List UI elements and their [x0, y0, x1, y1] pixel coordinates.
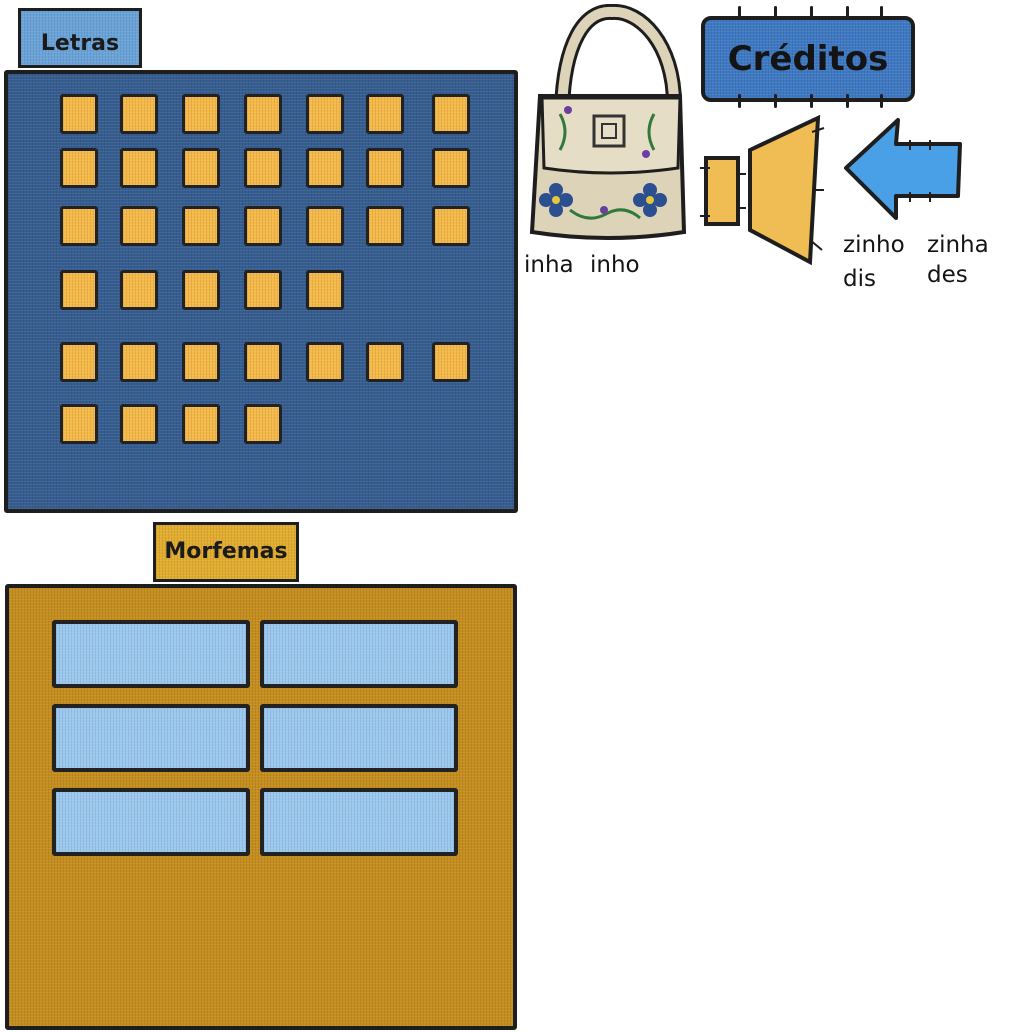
stitch — [846, 94, 849, 108]
morfema-slot[interactable] — [52, 620, 250, 688]
letter-slot[interactable] — [60, 404, 98, 444]
letter-slot[interactable] — [60, 94, 98, 134]
letter-slot[interactable] — [182, 148, 220, 188]
stitch — [810, 94, 813, 108]
morfema-slot[interactable] — [260, 704, 458, 772]
morfema-slot[interactable] — [52, 704, 250, 772]
morpheme-des[interactable]: des — [927, 262, 968, 288]
stitch — [738, 6, 741, 20]
letter-slot[interactable] — [244, 270, 282, 310]
letter-slot[interactable] — [432, 94, 470, 134]
morpheme-dis[interactable]: dis — [843, 266, 876, 292]
morpheme-inho[interactable]: inho — [590, 252, 640, 278]
letter-slot[interactable] — [306, 94, 344, 134]
letter-slot[interactable] — [60, 342, 98, 382]
letter-slot[interactable] — [182, 270, 220, 310]
tab-letras-label: Letras — [40, 31, 120, 56]
stitch — [846, 6, 849, 20]
morfemas-panel — [5, 584, 517, 1030]
letter-slot[interactable] — [244, 404, 282, 444]
tab-letras[interactable]: Letras — [18, 8, 142, 68]
letter-slot[interactable] — [244, 94, 282, 134]
stitch — [774, 6, 777, 20]
morpheme-zinho[interactable]: zinho — [843, 232, 905, 258]
letter-slot[interactable] — [366, 342, 404, 382]
letter-slot[interactable] — [366, 94, 404, 134]
letter-slot[interactable] — [244, 206, 282, 246]
letter-slot[interactable] — [182, 342, 220, 382]
letter-slot[interactable] — [182, 404, 220, 444]
tab-morfemas-label: Morfemas — [164, 539, 288, 564]
letter-slot[interactable] — [182, 94, 220, 134]
morfema-slot[interactable] — [260, 620, 458, 688]
letter-slot[interactable] — [120, 148, 158, 188]
letter-slot[interactable] — [60, 270, 98, 310]
stitch — [880, 6, 883, 20]
letter-slot[interactable] — [60, 148, 98, 188]
letter-slot[interactable] — [432, 148, 470, 188]
morfema-slot[interactable] — [260, 788, 458, 856]
morpheme-inha[interactable]: inha — [524, 252, 574, 278]
back-arrow-icon[interactable] — [840, 116, 966, 222]
stitch — [810, 6, 813, 20]
letter-slot[interactable] — [182, 206, 220, 246]
letter-slot[interactable] — [120, 94, 158, 134]
morpheme-zinha[interactable]: zinha — [927, 232, 989, 258]
stitch — [880, 94, 883, 108]
letter-slot[interactable] — [244, 148, 282, 188]
letras-panel — [4, 70, 518, 513]
letter-slot[interactable] — [306, 148, 344, 188]
letter-slot[interactable] — [306, 342, 344, 382]
letter-slot[interactable] — [432, 206, 470, 246]
creditos-button[interactable]: Créditos — [701, 16, 915, 102]
speaker-icon[interactable] — [700, 112, 828, 268]
letter-slot[interactable] — [244, 342, 282, 382]
bag-icon[interactable] — [524, 4, 690, 248]
stitch — [774, 94, 777, 108]
letter-slot[interactable] — [120, 270, 158, 310]
letter-slot[interactable] — [432, 342, 470, 382]
creditos-label: Créditos — [727, 39, 889, 79]
stitch — [738, 94, 741, 108]
letter-slot[interactable] — [366, 148, 404, 188]
letter-slot[interactable] — [120, 404, 158, 444]
letter-slot[interactable] — [366, 206, 404, 246]
tab-morfemas[interactable]: Morfemas — [153, 522, 299, 582]
letter-slot[interactable] — [306, 206, 344, 246]
letter-slot[interactable] — [120, 342, 158, 382]
letter-slot[interactable] — [120, 206, 158, 246]
morfema-slot[interactable] — [52, 788, 250, 856]
letter-slot[interactable] — [60, 206, 98, 246]
letter-slot[interactable] — [306, 270, 344, 310]
